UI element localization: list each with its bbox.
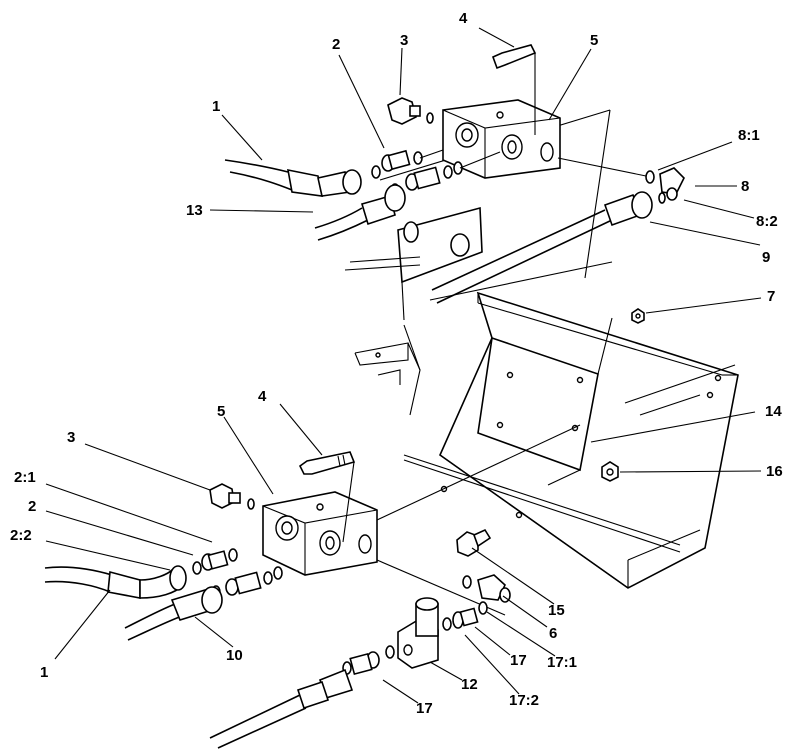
callout-17-2: 17:2 [509,692,539,709]
callout-4-top: 4 [459,10,468,27]
leader-lines [45,27,762,704]
callout-labels: 1 2 3 4 5 13 8:1 8 8:2 9 7 14 16 4 5 3 2… [10,10,783,717]
hose-lower-1 [44,565,187,599]
plug-upper [387,97,434,125]
callout-2-bot: 2 [28,498,36,515]
callout-4-bot: 4 [258,388,267,405]
nut-16 [601,461,619,482]
callout-1-top: 1 [212,98,220,115]
callout-16: 16 [766,463,783,480]
callout-7: 7 [767,288,775,305]
callout-14: 14 [765,403,782,420]
callout-5-top: 5 [590,32,598,49]
valve-block-upper [442,99,561,179]
callout-17-1: 17:1 [547,654,577,671]
callout-3-top: 3 [400,32,408,49]
callout-13: 13 [186,202,203,219]
callout-8: 8 [741,178,749,195]
callout-9: 9 [762,249,770,266]
tee-fitting-12 [397,597,488,669]
elbow-fitting-8 [557,157,685,204]
callout-3-bot: 3 [67,429,75,446]
callout-17-mid: 17 [510,652,527,669]
callout-10: 10 [226,647,243,664]
plug-lower [209,483,255,510]
mounting-bracket [403,291,739,589]
callout-5-bot: 5 [217,403,225,420]
hose-upper-13 [314,184,406,241]
bolt-15 [456,528,492,557]
callout-2-2: 2:2 [10,527,32,544]
callout-15: 15 [548,602,565,619]
bolt-lower [298,451,356,543]
elbow-fitting-6 [462,574,511,603]
callout-8-2: 8:2 [756,213,778,230]
hose-upper-1 [224,159,362,197]
hose-lower-10 [124,586,223,641]
callout-8-1: 8:1 [738,127,760,144]
callout-1-bot: 1 [40,664,48,681]
hose-9 [431,191,653,304]
bolt-upper [491,44,537,135]
callout-17-bot: 17 [416,700,433,717]
callout-6: 6 [549,625,557,642]
callout-2-1: 2:1 [14,469,36,486]
frame-member-middle [354,324,421,416]
nut-7 [631,308,645,324]
hose-17 [209,645,395,749]
fittings-lower [192,548,283,599]
fittings-upper [371,149,501,197]
valve-block-lower [262,424,581,616]
callout-2-top: 2 [332,36,340,53]
callout-12: 12 [461,676,478,693]
